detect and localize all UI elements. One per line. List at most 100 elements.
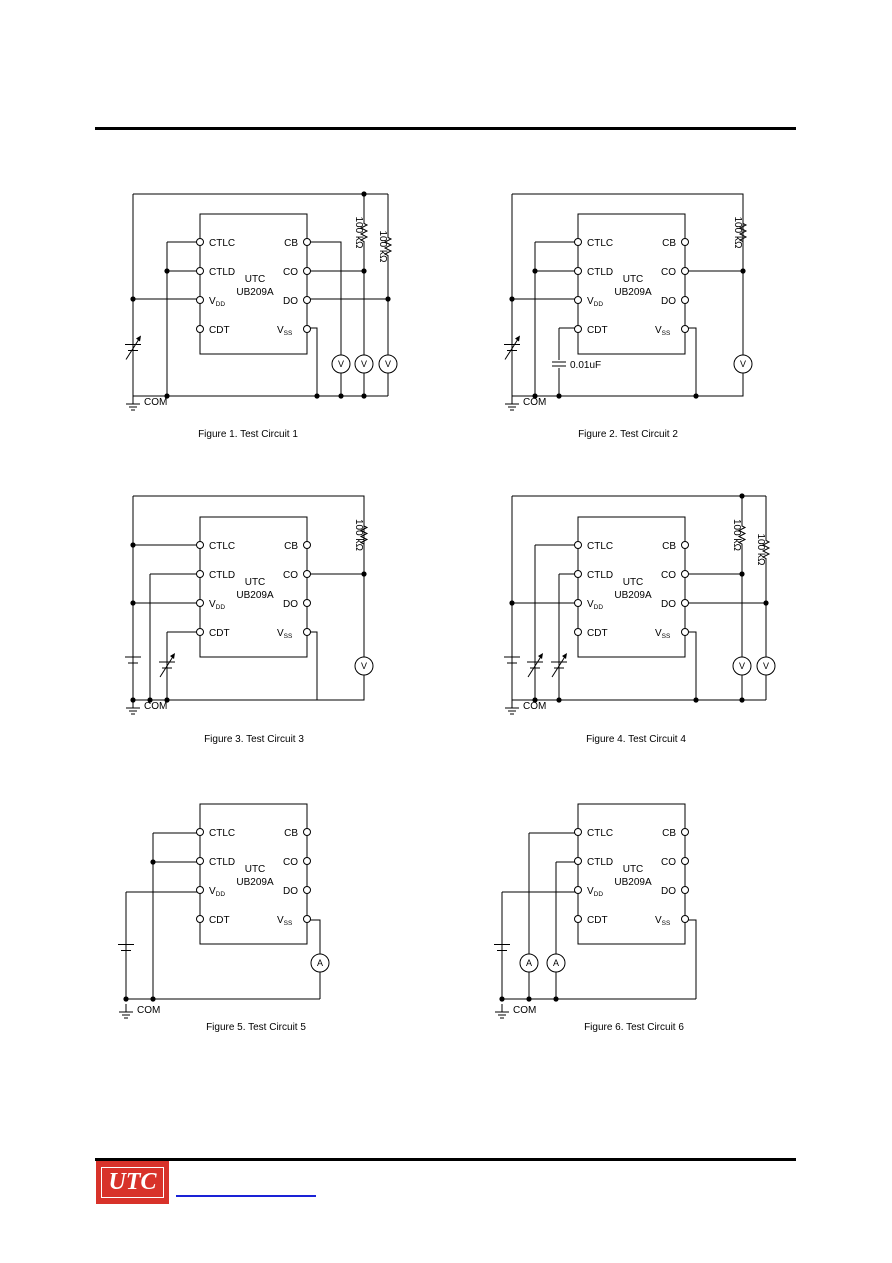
junction-dot [532, 268, 538, 274]
chip-name-utc: UTC [245, 864, 266, 875]
junction-dot [739, 493, 745, 499]
junction-dot [739, 697, 745, 703]
pin-circle-right [681, 857, 689, 865]
pin-co-label: CO [661, 570, 676, 581]
pin-circle-left [196, 915, 204, 923]
pin-circle-right [303, 915, 311, 923]
resistor-value-label: 100 kΩ [755, 534, 766, 566]
pin-circle-left [196, 325, 204, 333]
voltmeter-3-symbol: V [385, 359, 391, 369]
pin-cdt-label: CDT [587, 325, 608, 336]
voltmeter-3 [378, 354, 398, 374]
junction-dot [556, 393, 562, 399]
ic-chip-body [577, 213, 686, 355]
pin-cb-label: CB [284, 238, 298, 249]
pin-do-label: DO [661, 296, 676, 307]
junction-dot [164, 268, 170, 274]
pin-circle-left [574, 628, 582, 636]
variable-arrow [551, 654, 567, 678]
junction-dot [361, 571, 367, 577]
junction-dot [130, 296, 136, 302]
junction-dot [361, 393, 367, 399]
figure-caption: Figure 5. Test Circuit 5 [206, 1022, 306, 1033]
junction-dot [338, 393, 344, 399]
junction-dot [147, 697, 153, 703]
ic-chip-body [199, 516, 308, 658]
chip-name-utc: UTC [623, 577, 644, 588]
voltmeter-2 [756, 656, 776, 676]
pin-ctlc-label: CTLC [209, 238, 235, 249]
pin-cb-label: CB [284, 828, 298, 839]
pin-ctlc-label: CTLC [587, 828, 613, 839]
voltmeter-1 [331, 354, 351, 374]
voltmeter-1 [733, 354, 753, 374]
resistor-symbol [359, 496, 369, 574]
pin-circle-left [574, 828, 582, 836]
pin-vdd-label: VDD [587, 296, 603, 308]
voltmeter-2-symbol: V [763, 661, 769, 671]
chip-part-number: UB209A [614, 877, 652, 888]
pin-circle-left [574, 857, 582, 865]
ammeter-1 [310, 953, 330, 973]
ammeter-2-symbol: A [553, 958, 559, 968]
pin-circle-left [574, 238, 582, 246]
pin-do-label: DO [661, 886, 676, 897]
pin-co-label: CO [283, 857, 298, 868]
pin-circle-left [196, 541, 204, 549]
figure-caption: Figure 4. Test Circuit 4 [586, 734, 686, 745]
pin-circle-right [303, 570, 311, 578]
chip-part-number: UB209A [236, 590, 274, 601]
pin-cdt-label: CDT [587, 628, 608, 639]
pin-circle-left [196, 857, 204, 865]
junction-dot [361, 191, 367, 197]
variable-arrow [504, 337, 520, 360]
pin-circle-left [574, 599, 582, 607]
ground-com-label: COM [144, 397, 167, 408]
ammeter-2 [546, 953, 566, 973]
pin-vdd-label: VDD [209, 296, 225, 308]
variable-arrow-head [562, 653, 567, 659]
ic-chip-body [577, 803, 686, 945]
junction-dot [314, 393, 320, 399]
pin-ctlc-label: CTLC [209, 541, 235, 552]
pin-ctld-label: CTLD [587, 570, 613, 581]
pin-circle-left [574, 296, 582, 304]
pin-vss-label: VSS [655, 325, 671, 337]
variable-arrow-head [170, 653, 175, 659]
junction-dot [693, 393, 699, 399]
wire [307, 241, 342, 355]
ic-chip-body [199, 213, 308, 355]
ammeter-1-symbol: A [526, 958, 532, 968]
junction-dot [130, 600, 136, 606]
pin-vss-label: VSS [277, 915, 293, 927]
junction-dot [556, 697, 562, 703]
pin-circle-right [681, 886, 689, 894]
pin-circle-left [196, 238, 204, 246]
voltmeter-1 [732, 656, 752, 676]
pin-co-label: CO [661, 857, 676, 868]
pin-vdd-label: VDD [209, 599, 225, 611]
pin-ctlc-label: CTLC [209, 828, 235, 839]
capacitor-value-label: 0.01uF [570, 360, 601, 371]
figure-caption: Figure 2. Test Circuit 2 [578, 429, 678, 440]
chip-name-utc: UTC [623, 274, 644, 285]
resistor-symbol [738, 194, 748, 271]
pin-co-label: CO [661, 267, 676, 278]
voltmeter-1 [354, 656, 374, 676]
utc-logo-frame: UTC [101, 1167, 164, 1198]
pin-vss-label: VSS [277, 628, 293, 640]
wire [132, 496, 365, 701]
variable-arrow [125, 337, 141, 360]
pin-circle-left [574, 570, 582, 578]
voltmeter-1-symbol: V [739, 661, 745, 671]
variable-arrow [159, 654, 175, 678]
variable-arrow [527, 654, 543, 678]
pin-ctld-label: CTLD [209, 267, 235, 278]
wire [307, 631, 318, 700]
pin-ctlc-label: CTLC [587, 541, 613, 552]
variable-arrow-head [538, 653, 543, 659]
footer-website-link[interactable] [176, 1195, 316, 1197]
